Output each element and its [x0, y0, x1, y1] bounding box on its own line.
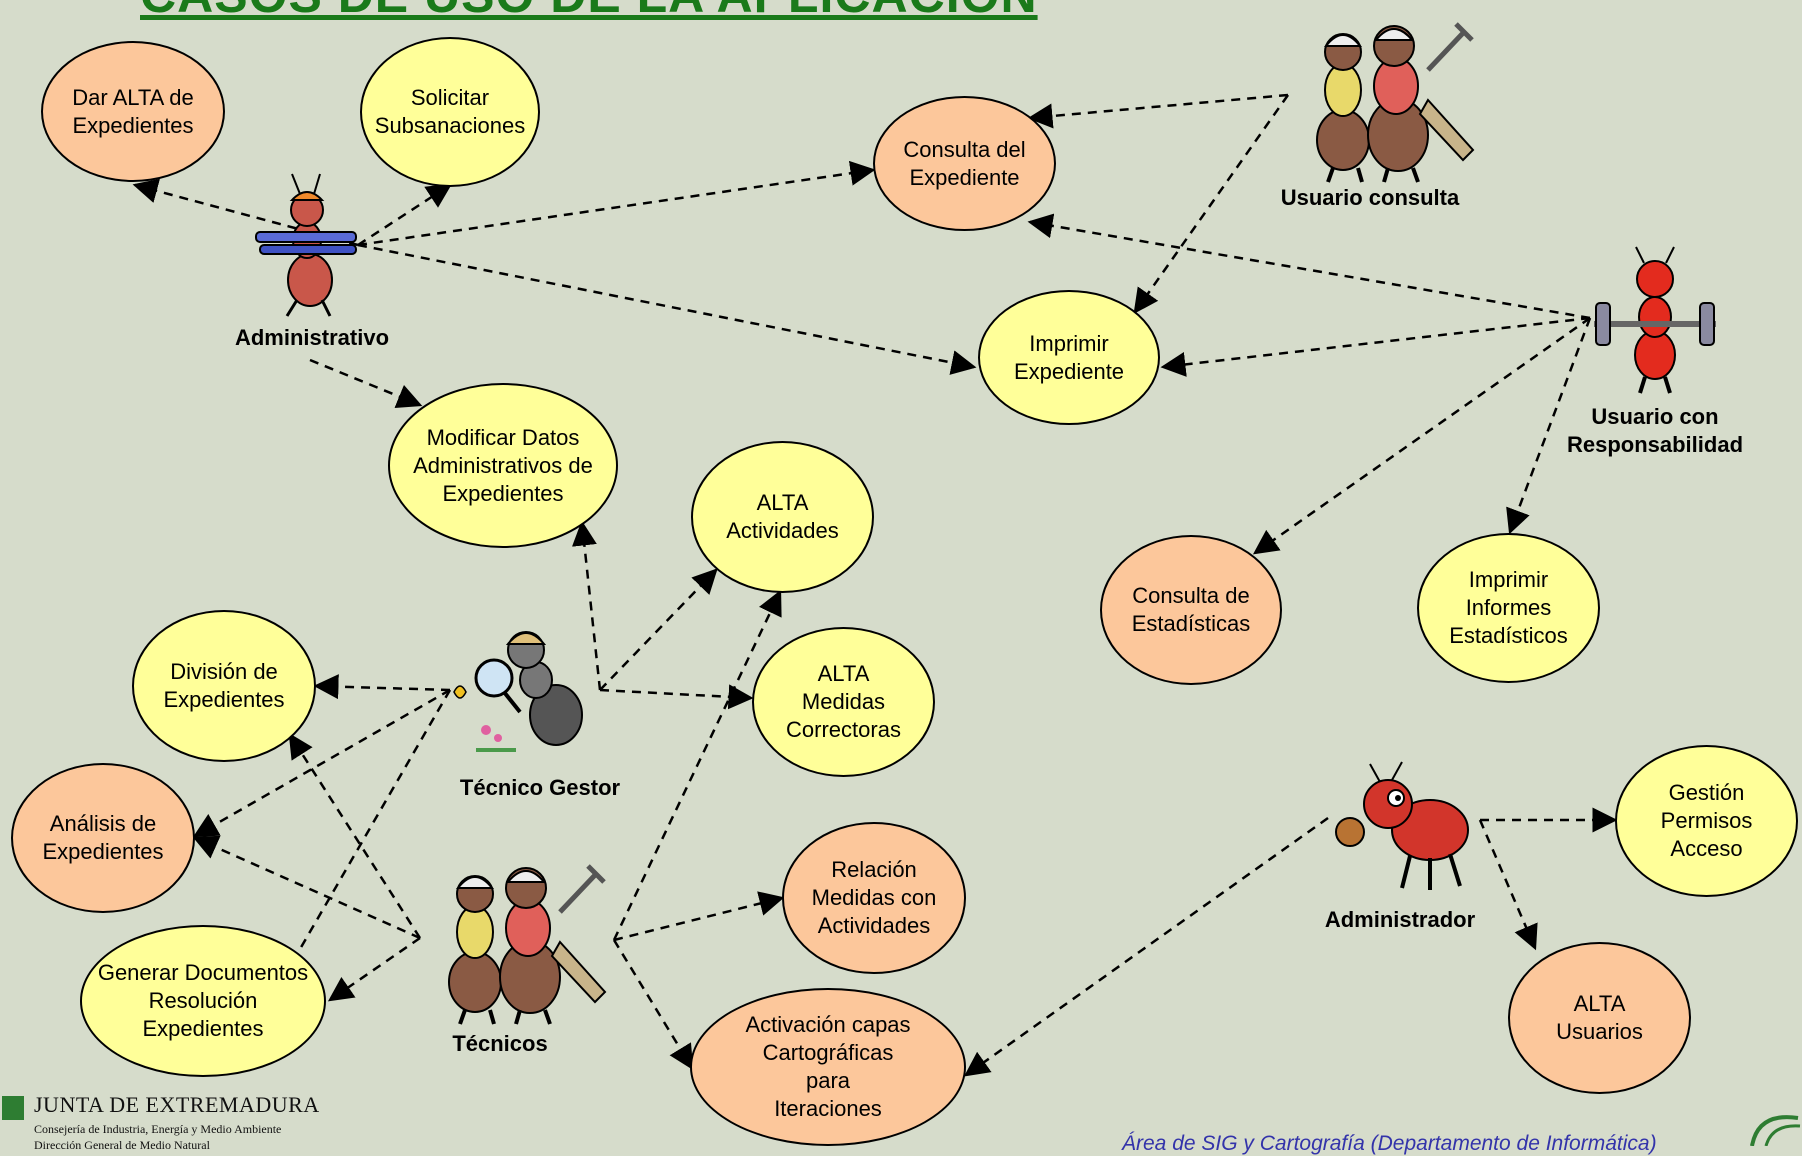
dependency-arrow — [357, 243, 977, 375]
actor-usuario-consulta-label: Usuario consulta — [1280, 185, 1460, 210]
use-case-division-expedientes: División de Expedientes — [132, 610, 316, 762]
use-case-analisis-expedientes: Análisis de Expedientes — [11, 763, 195, 913]
dependency-arrow — [283, 689, 452, 978]
ant-carrying-pipes-icon — [255, 173, 357, 317]
use-case-relacion-medidas: Relación Medidas con Actividades — [782, 822, 966, 974]
dependency-arrow — [1252, 316, 1591, 555]
dependency-arrow — [612, 939, 694, 1071]
footer-org: JUNTA DE EXTREMADURA — [34, 1092, 320, 1117]
dependency-arrow — [357, 160, 876, 247]
actor-tecnico-gestor-label: Técnico Gestor — [459, 775, 621, 800]
dependency-arrow — [357, 183, 453, 247]
ant-boxer-icon — [1335, 761, 1469, 890]
dependency-arrow — [313, 674, 451, 700]
dependency-arrow — [327, 936, 421, 1002]
actor-tecnicos-label: Técnicos — [452, 1031, 548, 1056]
use-case-consulta-estadisticas: Consulta de Estadísticas — [1100, 535, 1282, 685]
dependency-arrow — [599, 568, 718, 691]
use-case-imprimir-expediente: Imprimir Expediente — [978, 290, 1160, 425]
dependency-arrow — [192, 688, 451, 838]
use-case-solicitar-subsanaciones: Solicitar Subsanaciones — [360, 37, 540, 187]
logo-square-icon — [2, 1096, 24, 1120]
use-case-modificar-datos: Modificar Datos Administrativos de Exped… — [388, 383, 618, 548]
use-case-activacion-capas: Activación capas Cartográficas para Iter… — [690, 988, 966, 1146]
use-case-imprimir-informes: Imprimir Informes Estadísticos — [1417, 533, 1600, 683]
dependency-arrow — [571, 520, 602, 691]
dependency-arrow — [963, 816, 1329, 1077]
use-case-consulta-expediente: Consulta del Expediente — [873, 96, 1056, 231]
use-case-gestion-permisos: Gestión Permisos Acceso — [1615, 745, 1798, 897]
dependency-arrow — [288, 732, 422, 939]
ant-with-magnifier-icon — [453, 631, 583, 752]
dependency-arrow — [1133, 94, 1290, 315]
dependency-arrow — [1160, 316, 1591, 377]
dependency-arrow — [613, 891, 785, 942]
footer-dept: Consejería de Industria, Energía y Medio… — [34, 1122, 282, 1136]
dependency-arrow — [1027, 93, 1289, 129]
footer-area-text: Área de SIG y Cartografía (Departamento … — [1122, 1132, 1657, 1155]
dependency-arrow — [599, 684, 754, 710]
dependency-arrow — [1478, 819, 1538, 951]
actor-administrador-label: Administrador — [1324, 907, 1476, 932]
two-ants-with-tools-icon — [1316, 22, 1475, 183]
use-case-alta-medidas: ALTA Medidas Correctoras — [752, 627, 935, 777]
use-case-alta-usuarios: ALTA Usuarios — [1508, 942, 1691, 1094]
actor-usuario-responsabilidad-label: Usuario con Responsabilidad — [1566, 404, 1744, 457]
use-case-generar-documentos: Generar Documentos Resolución Expediente… — [80, 925, 326, 1077]
dependency-arrow — [309, 358, 423, 409]
dependency-arrow — [1506, 317, 1592, 535]
two-ants-with-tools-icon — [448, 864, 607, 1025]
dependency-arrow — [192, 835, 421, 940]
ant-weightlifter-icon — [1594, 246, 1716, 394]
use-case-dar-alta-expedientes: Dar ALTA de Expedientes — [41, 41, 225, 182]
dependency-arrow — [612, 589, 782, 941]
diagram-title: CASOS DE USO DE LA APLICACIÓN — [140, 0, 1038, 24]
actor-administrativo-label: Administrativo — [234, 325, 390, 350]
corner-leaf-logo-icon — [1750, 1115, 1801, 1146]
use-case-alta-actividades: ALTA Actividades — [691, 441, 874, 593]
